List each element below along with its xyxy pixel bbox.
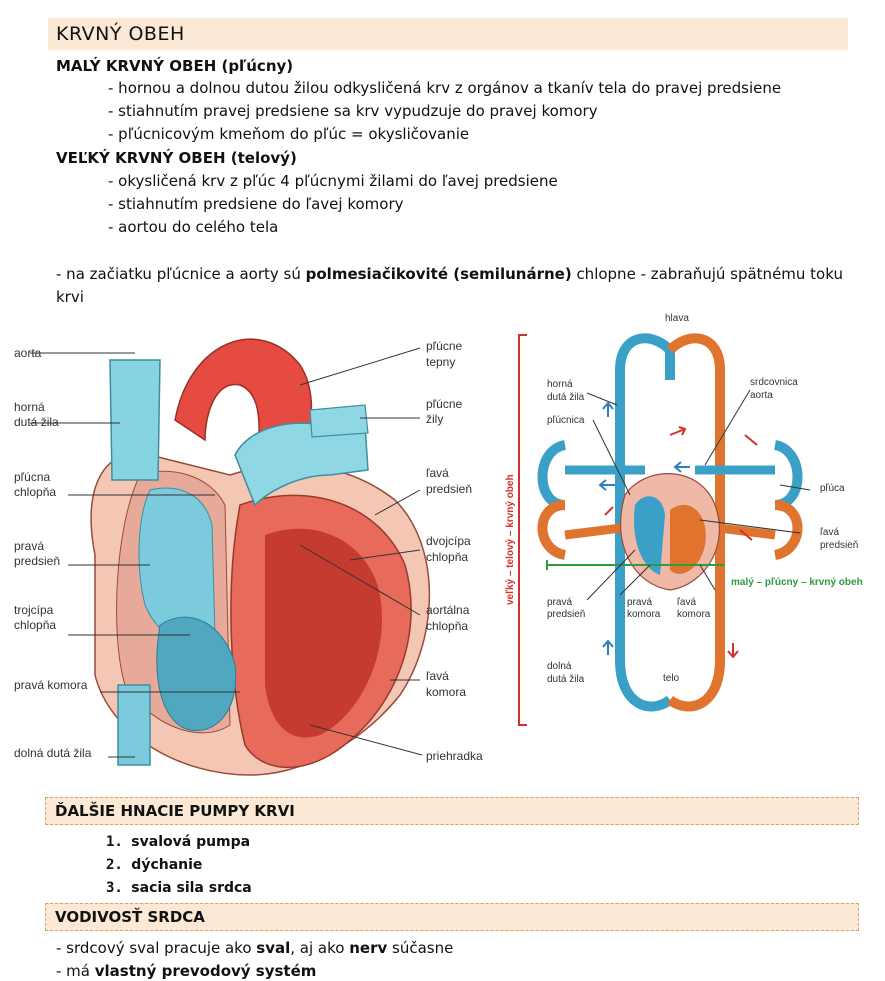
label-trojcipa-1: trojcípa [14,603,54,617]
label-lava-komora-1: ľavá [426,669,449,683]
label-plucnica: pľúcnica [547,415,585,426]
label-plucne-tepny-2: tepny [426,355,455,369]
conduct-l2-prefix: - má [56,962,95,980]
conduct-l1-suffix: súčasne [387,939,454,957]
label-dvojcipa-1: dvojcípa [426,534,471,548]
label-lava-komora-2: komora [426,685,466,699]
label-horna-duta-2: dutá žila [14,415,59,429]
big-circ-item: - aortou do celého tela [108,218,279,236]
label-aortalna-1: aortálna [426,603,470,617]
big-circ-item: - stiahnutím predsiene do ľavej komory [108,195,404,213]
conduct-line1: - srdcový sval pracuje ako sval, aj ako … [56,938,453,958]
small-circulation-heading: MALÝ KRVNÝ OBEH (pľúcny) [56,57,294,75]
section-title: KRVNÝ OBEH [56,23,185,45]
conduct-l1-mid: , aj ako [290,939,350,957]
conduct-heading: VODIVOSŤ SRDCA [55,908,205,926]
label-plucne-zily-1: pľúcne [426,397,463,411]
pump-item-2: 2. dýchanie [106,857,203,873]
pump-item-text: dýchanie [131,857,203,873]
label-prava-kom-1: pravá [627,597,652,608]
label-horna-duta-1: horná [547,379,573,390]
label-pluca: pľúca [820,483,845,494]
section-header-conduct: VODIVOSŤ SRDCA [45,903,859,931]
label-priehradka: priehradka [426,749,483,763]
label-plucne-tepny-1: pľúcne [426,339,463,353]
valves-note-suffix: chlopne - zabraňujú spätnému toku [571,265,843,283]
label-maly-obeh: malý – pľúcny – krvný obeh [731,577,863,588]
pump-item-text: svalová pumpa [131,834,251,850]
valves-note-line2: krvi [56,288,84,306]
valves-note: - na začiatku pľúcnice a aorty sú polmes… [56,264,843,284]
label-velky-obeh: veľký – telový – krvný obeh [505,474,516,605]
conduct-l1-bold2: nerv [349,939,388,957]
label-trojcipa-2: chlopňa [14,618,56,632]
label-lava-pred-2: predsieň [426,482,472,496]
section-header-pumps: ĎALŠIE HNACIE PUMPY KRVI [45,797,859,825]
conduct-l1-bold1: sval [256,939,291,957]
section-header-krvny-obeh: KRVNÝ OBEH [48,18,848,50]
valves-note-bold: polmesiačikovité (semilunárne) [305,265,572,283]
small-circ-item: - stiahnutím pravej predsiene sa krv vyp… [108,102,598,120]
pump-item-1: 1. svalová pumpa [106,834,251,850]
label-dolna-duta: dolná dutá žila [14,746,92,760]
big-circ-item: - okysličená krv z pľúc 4 pľúcnymi žilam… [108,172,558,190]
label-prava-pred-2: predsieň [547,609,585,620]
conduct-l1-prefix: - srdcový sval pracuje ako [56,939,257,957]
small-circ-item: - hornou a dolnou dutou žilou odkysličen… [108,79,782,97]
label-prava-pred-1: pravá [14,539,44,553]
heart-anatomy-diagram: aorta horná dutá žila pľúcna chlopňa pra… [14,338,483,776]
label-lava-pred-1: ľavá [820,527,839,538]
label-aortalna-2: chlopňa [426,619,468,633]
small-circ-item: - pľúcnicovým kmeňom do pľúc = okysličov… [108,125,470,143]
label-lava-pred-1: ľavá [426,466,449,480]
conduct-l2-bold: vlastný prevodový systém [94,962,317,980]
pumps-heading: ĎALŠIE HNACIE PUMPY KRVI [55,802,295,820]
label-hlava: hlava [665,313,689,324]
label-srdcovnica-1: srdcovnica [750,377,798,388]
label-dolna-duta-1: dolná [547,661,572,672]
pump-item-text: sacia sila srdca [131,880,252,896]
label-lava-pred-2: predsieň [820,540,858,551]
label-prava-pred-2: predsieň [14,554,60,568]
conduct-line2: - má vlastný prevodový systém [56,961,316,981]
big-circulation-heading: VEĽKÝ KRVNÝ OBEH (telový) [56,149,297,167]
label-srdcovnica-2: aorta [750,390,773,401]
label-aorta: aorta [14,346,42,360]
circulation-schematic: veľký – telový – krvný obeh [505,313,863,726]
label-plucne-zily-2: žily [426,412,443,426]
label-dolna-duta-2: dutá žila [547,674,585,685]
label-horna-duta-1: horná [14,400,45,414]
label-prava-pred-1: pravá [547,597,572,608]
valves-note-prefix: - na začiatku pľúcnice a aorty sú [56,265,306,283]
label-plucna-chl-2: chlopňa [14,485,56,499]
label-dvojcipa-2: chlopňa [426,550,468,564]
label-prava-kom-2: komora [627,609,661,620]
label-telo: telo [663,673,680,684]
label-horna-duta-2: dutá žila [547,392,585,403]
label-lava-kom-1: ľavá [677,597,696,608]
label-plucna-chl-1: pľúcna [14,470,51,484]
label-prava-komora: pravá komora [14,678,88,692]
pump-item-3: 3. sacia sila srdca [106,880,252,896]
label-lava-kom-2: komora [677,609,711,620]
